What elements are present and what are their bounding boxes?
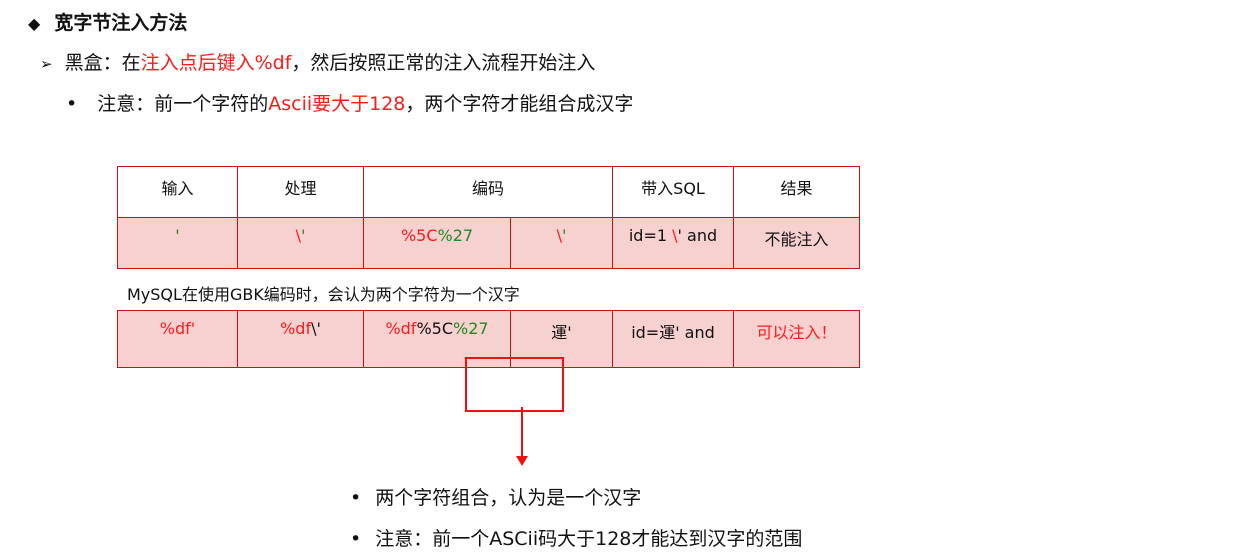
blackbox-line: ➢ 黑盒：在注入点后键入%df，然后按照正常的注入流程开始注入 [40, 48, 595, 75]
note-suffix: ，两个字符才能组合成汉字 [405, 93, 634, 115]
bottom-line-1: 两个字符组合，认为是一个汉字 [375, 487, 642, 509]
row1-result: 不能注入 [733, 217, 860, 269]
row1-enc2-quote: ' [561, 226, 567, 245]
title-text: 宽字节注入方法 [54, 12, 188, 34]
dot-bullet-icon: • [350, 487, 362, 509]
row2-input: %df' [117, 310, 238, 368]
row1-sql-slash: \ [672, 226, 678, 245]
row1-process: \' [237, 217, 364, 269]
row2-process-rest: \' [311, 319, 321, 338]
arrow-bullet-icon: ➢ [40, 55, 53, 73]
dot-bullet-icon: • [66, 93, 78, 115]
row1-sql-c: ' and [677, 226, 718, 245]
row1-enc-5c: %5C [400, 226, 438, 245]
dot-bullet-icon: • [350, 528, 362, 550]
row2-enc-5c: %5C [416, 319, 453, 338]
row1-enc-27: %27 [437, 226, 474, 245]
note-line: • 注意：前一个字符的Ascii要大于128，两个字符才能组合成汉字 [66, 89, 633, 116]
header-encoding: 编码 [363, 166, 613, 218]
row1-encoding: %5C%27 [363, 217, 511, 269]
bottom-bullet-2: • 注意：前一个ASCii码大于128才能达到汉字的范围 [350, 524, 802, 551]
bottom-line-2: 注意：前一个ASCii码大于128才能达到汉字的范围 [375, 528, 803, 550]
row1-enc2-slash: \ [556, 226, 562, 245]
header-input: 输入 [117, 166, 238, 218]
gbk-note: MySQL在使用GBK编码时，会认为两个字符为一个汉字 [127, 285, 520, 304]
row1-input: ' [117, 217, 238, 269]
row1-encoding-char: \' [510, 217, 613, 269]
row2-enc-27: %27 [453, 319, 489, 338]
diamond-bullet-icon: ◆ [28, 14, 41, 33]
note-prefix: 注意：前一个字符的 [97, 93, 269, 115]
section-title: ◆ 宽字节注入方法 [28, 8, 187, 35]
highlight-box [465, 357, 564, 412]
row2-sql: id=運' and [612, 310, 734, 368]
arrow-down-icon [516, 456, 528, 466]
row2-process: %df\' [237, 310, 364, 368]
row1-process-quote: ' [300, 226, 306, 245]
row2-process-df: %df [280, 319, 312, 338]
row1-sql-a: id=1 [628, 226, 673, 245]
note-highlight: Ascii要大于128 [268, 93, 406, 115]
row2-enc-df: %df [385, 319, 417, 338]
row1-sql: id=1 \' and [612, 217, 734, 269]
header-sql: 带入SQL [612, 166, 734, 218]
row2-result-text: 可以注入！ [756, 323, 837, 342]
bottom-bullet-1: • 两个字符组合，认为是一个汉字 [350, 483, 641, 510]
row2-result: 可以注入！ [733, 310, 860, 368]
row2-input-value: %df' [159, 319, 196, 338]
blackbox-suffix: ，然后按照正常的注入流程开始注入 [291, 52, 596, 74]
header-result: 结果 [733, 166, 860, 218]
row1-input-value: ' [175, 226, 180, 245]
row1-process-slash: \ [295, 226, 301, 245]
header-process: 处理 [237, 166, 364, 218]
blackbox-prefix: 黑盒：在 [64, 52, 141, 74]
arrow-line [521, 407, 523, 458]
blackbox-highlight: 注入点后键入%df [140, 52, 292, 74]
